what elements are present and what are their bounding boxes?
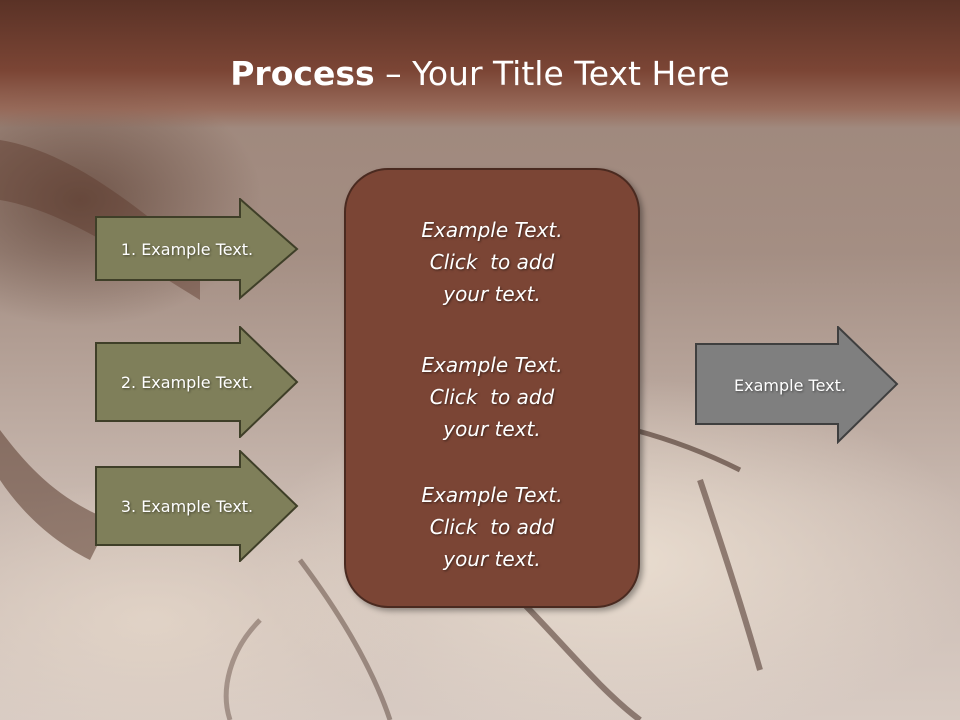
center-text-line: Click to add (429, 385, 555, 409)
center-text-block-3: Example Text. Click to add your text. (346, 479, 638, 575)
center-text-line: Example Text. (421, 218, 563, 242)
center-text-line: your text. (443, 417, 541, 441)
result-arrow-label: Example Text. (734, 375, 846, 395)
step-arrow-2[interactable]: 2. Example Text. (95, 326, 299, 438)
result-arrow[interactable]: Example Text. (695, 326, 899, 444)
step-arrow-label: 1. Example Text. (120, 239, 254, 259)
center-text-line: Click to add (429, 515, 555, 539)
center-text-line: Example Text. (421, 483, 563, 507)
title-rest: – Your Title Text Here (374, 54, 730, 93)
center-text-line: your text. (443, 547, 541, 571)
step-arrow-label: 2. Example Text. (120, 372, 254, 392)
title-bar (0, 0, 960, 128)
step-arrow-3[interactable]: 3. Example Text. (95, 450, 299, 562)
center-text-line: Example Text. (421, 353, 563, 377)
center-text-box[interactable]: Example Text. Click to add your text. Ex… (344, 168, 640, 608)
center-text-line: your text. (443, 282, 541, 306)
title-bold: Process (230, 54, 375, 93)
arrow-shape-icon (95, 326, 299, 438)
arrow-shape-icon (95, 198, 299, 300)
arrow-shape-icon (95, 450, 299, 562)
step-arrow-label: 3. Example Text. (120, 496, 254, 516)
slide-title[interactable]: Process – Your Title Text Here (0, 52, 960, 96)
center-text-block-2: Example Text. Click to add your text. (346, 349, 638, 445)
center-text-line: Click to add (429, 250, 555, 274)
step-arrow-1[interactable]: 1. Example Text. (95, 198, 299, 300)
center-text-block-1: Example Text. Click to add your text. (346, 214, 638, 310)
arrow-shape-icon (695, 326, 899, 444)
